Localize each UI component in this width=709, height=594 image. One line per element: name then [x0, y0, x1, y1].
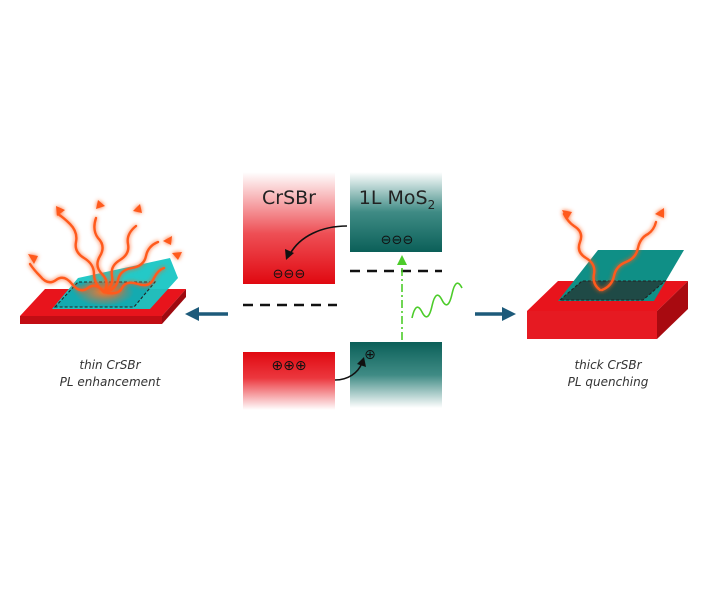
- thick-pl-emission-waves: [562, 212, 658, 292]
- excitation-arrowhead: [397, 255, 407, 265]
- thin-crsbr-side: [162, 289, 186, 324]
- thin-crsbr-caption-title: thin CrSBr: [79, 358, 141, 372]
- crsbr-valence-band: [243, 352, 335, 410]
- thin-pl-emission-waves: [28, 212, 166, 295]
- thin-crsbr-heterostructure: [20, 200, 186, 324]
- thin-emission-arrowheads: [28, 200, 182, 264]
- thick-emission-arrowheads: [562, 208, 664, 220]
- thick-crsbr-side: [657, 281, 688, 339]
- mos2-valence-band: [350, 342, 442, 408]
- thick-crsbr-caption: thick CrSBr PL quenching: [528, 357, 688, 391]
- mos2-hole: ⊕: [364, 347, 376, 363]
- thin-crsbr-caption-effect: PL enhancement: [59, 375, 161, 389]
- thick-overlap-region: [558, 280, 667, 301]
- crsbr-holes: ⊕⊕⊕: [271, 358, 306, 374]
- photon-wave-green: [411, 282, 463, 319]
- hole-transfer-arrow: [334, 362, 363, 381]
- crsbr-conduction-band: [243, 172, 335, 284]
- thick-crsbr-heterostructure: [527, 208, 688, 339]
- hole-transfer-arrowhead: [357, 357, 366, 367]
- crsbr-electrons: ⊖⊖⊖: [273, 267, 306, 282]
- thin-crsbr-caption: thin CrSBr PL enhancement: [30, 357, 190, 391]
- left-arrow: [185, 307, 228, 321]
- thick-crsbr-front: [527, 311, 657, 339]
- mos2-label: 1L MoS2: [359, 187, 435, 212]
- right-arrow: [475, 307, 516, 321]
- mos2-label-main: 1L MoS: [359, 187, 428, 209]
- electron-transfer-arrow: [289, 225, 348, 255]
- band-diagram: CrSBr 1L MoS2 ⊖⊖⊖ ⊖⊖⊖ ⊕⊕⊕ ⊕: [243, 172, 463, 410]
- thick-crsbr-caption-effect: PL quenching: [567, 375, 649, 389]
- electron-transfer-arrowhead: [285, 249, 294, 260]
- thick-crsbr-caption-title: thick CrSBr: [574, 358, 642, 372]
- crsbr-label: CrSBr: [262, 187, 316, 209]
- mos2-label-subscript: 2: [428, 198, 436, 212]
- mos2-electrons: ⊖⊖⊖: [381, 233, 414, 248]
- thin-crsbr-front: [20, 316, 162, 324]
- mos2-conduction-band: [350, 172, 442, 252]
